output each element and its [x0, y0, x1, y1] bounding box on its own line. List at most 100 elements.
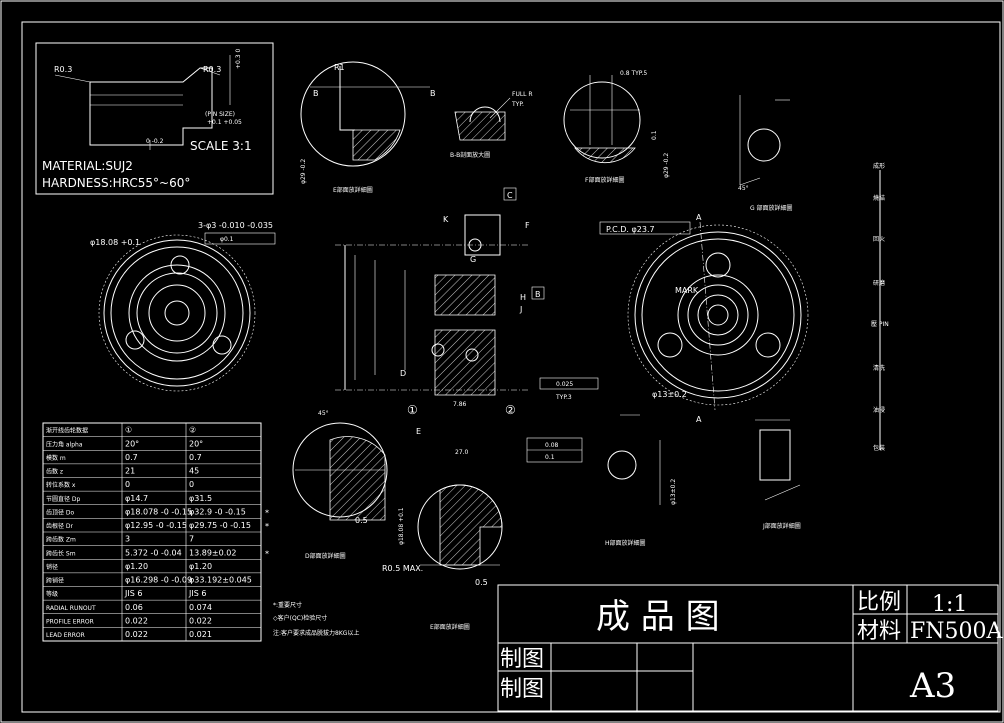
- table-cell: 跨销径: [46, 577, 64, 585]
- d-label: D部面放詳細圖: [305, 552, 346, 560]
- pin-detail-box: R0.3 R0.3 +0.3 0 0 -0.2 (PIN SIZE) +0.1 …: [35, 42, 274, 195]
- draw-label-1: 制图: [500, 647, 544, 672]
- table-cell: φ29.75 -0 -0.15: [189, 521, 251, 530]
- note-1: *:重要尺寸: [273, 601, 302, 609]
- detail-d: 0.5 45° D部面放詳細圖: [292, 410, 388, 560]
- table-cell: φ1.20: [189, 562, 212, 571]
- section-k: K: [443, 215, 449, 224]
- table-cell: 0.06: [125, 603, 143, 612]
- detail-g: 45° G 部面放詳細圖: [738, 95, 793, 212]
- process-step-1: 成形: [873, 162, 885, 170]
- gear-right-mark: MARK: [675, 286, 699, 295]
- detail-j: J部面放詳細圖: [755, 419, 801, 530]
- table-cell: φ16.298 -0 -0.09: [125, 576, 192, 585]
- section-e: E: [416, 427, 421, 436]
- section-tol-025: 0.025: [556, 381, 573, 388]
- g-label: G 部面放詳細圖: [750, 204, 793, 212]
- table-header-cell: ②: [189, 426, 196, 435]
- pin-r-right: R0.3: [203, 65, 221, 74]
- table-cell: 20°: [189, 439, 203, 448]
- pin-dim-top-right: +0.3 0: [235, 49, 242, 69]
- pin-hardness: HARDNESS:HRC55°~60°: [42, 176, 190, 190]
- note-3: 注:客户要求成品脱拔力8KG以上: [273, 629, 359, 637]
- scale-value: 1:1: [932, 592, 967, 617]
- section-g: G: [470, 255, 476, 264]
- e-bottom-ro5: R0.5 MAX.: [382, 564, 423, 573]
- gear-left: φ18.08 +0.1 3-φ3 -0.010 -0.035 φ0.1: [90, 221, 276, 392]
- pin-size-tol: +0.1 +0.05: [207, 119, 242, 126]
- bb-label: B-B剖面放大圖: [450, 151, 490, 159]
- inner-border: [21, 21, 1001, 713]
- process-step-8: 包裝: [873, 444, 885, 452]
- draw-label-2: 制图: [500, 677, 544, 702]
- detail-e-top: R1 B B φ29 -0.2 E部面放詳細圖: [300, 61, 436, 194]
- table-cell: 节圆直径 Dp: [46, 495, 81, 503]
- table-cell: 齿顶径 Do: [46, 508, 75, 516]
- table-cell: 0: [189, 480, 194, 489]
- table-cell: 20°: [125, 439, 139, 448]
- f-label: F部面放詳細圖: [585, 176, 624, 184]
- table-cell: 齿根径 Dr: [46, 522, 74, 530]
- table-cell: 5.372 -0 -0.04: [125, 548, 182, 557]
- table-cell: 模数 m: [46, 454, 66, 462]
- section-786: 7.86: [453, 401, 467, 408]
- gear-right-a-bottom: A: [696, 415, 702, 424]
- process-step-7: 油浸: [873, 406, 885, 414]
- pin-material: MATERIAL:SUJ2: [42, 159, 133, 173]
- bb-section: FULL R TYP. B-B剖面放大圖: [450, 91, 533, 159]
- table-cell: JIS 6: [124, 589, 142, 598]
- table-cell: 销径: [46, 563, 58, 571]
- section-middle: D F G H J K E C B ① ② 7.86 27.0 0.025 TY…: [335, 187, 599, 463]
- table-cell: RADIAL RUNOUT: [46, 605, 96, 612]
- f-dim-08typ5: 0.8 TYP.5: [620, 70, 647, 77]
- f-dim-01: 0.1: [651, 130, 658, 140]
- gear-right-a-top: A: [696, 213, 702, 222]
- table-header-cell: ①: [125, 426, 132, 435]
- section-typ3: TYP.3: [555, 394, 572, 401]
- d-angle: 45°: [318, 410, 329, 417]
- table-important-mark: *: [265, 508, 269, 517]
- e-top-b-left: B: [313, 89, 319, 98]
- e-bottom-label: E部面放詳細圖: [430, 623, 470, 631]
- process-step-6: 清洗: [873, 364, 885, 372]
- section-c: C: [507, 191, 513, 200]
- section-f: F: [525, 221, 530, 230]
- gear-left-dim-1808: φ18.08 +0.1: [90, 238, 140, 247]
- bb-typ: TYP.: [511, 101, 524, 108]
- pin-scale: SCALE 3:1: [190, 139, 252, 153]
- detail-e-bottom: R0.5 MAX. 0.5 φ18.08 +0.1 E部面放詳細圖: [382, 484, 503, 631]
- table-cell: 0.021: [189, 630, 212, 639]
- e-top-label: E部面放詳細圖: [333, 186, 373, 194]
- table-cell: 0: [125, 480, 130, 489]
- j-label: J部面放詳細圖: [762, 522, 801, 530]
- pin-r-left: R0.3: [54, 65, 72, 74]
- table-cell: φ31.5: [189, 494, 212, 503]
- table-cell: 跨齿长 Sm: [46, 549, 76, 557]
- h-label: H部面放詳細圖: [605, 539, 646, 547]
- table-important-mark: *: [265, 549, 269, 558]
- notes: *:重要尺寸 ◇客户(QC)检验尺寸 注:客户要求成品脱拔力8KG以上: [273, 601, 359, 637]
- section-circ1: ①: [407, 403, 418, 417]
- table-cell: 等级: [46, 590, 58, 598]
- e-top-b-right: B: [430, 89, 436, 98]
- table-cell: LEAD ERROR: [46, 632, 85, 639]
- section-270: 27.0: [455, 449, 469, 456]
- section-h: H: [520, 293, 526, 302]
- table-cell: φ18.078 -0 -0.15: [125, 507, 192, 516]
- table-cell: 齿数 z: [46, 468, 63, 476]
- table-cell: φ1.20: [125, 562, 148, 571]
- scale-label: 比例: [857, 590, 901, 615]
- gear-left-holes: 3-φ3 -0.010 -0.035: [198, 221, 273, 230]
- table-cell: 21: [125, 467, 135, 476]
- gear-left-pos-tol: φ0.1: [220, 236, 234, 243]
- section-tol-008: 0.08: [545, 442, 559, 449]
- gear-right-pcd: P.C.D. φ23.7: [606, 225, 655, 234]
- size-label: A3: [909, 666, 956, 706]
- table-cell: 0.7: [125, 453, 138, 462]
- material-value: FN500A: [910, 619, 1004, 644]
- table-important-mark: *: [265, 522, 269, 531]
- detail-h: φ13±0.2 H部面放詳細圖: [605, 414, 677, 547]
- table-cell: PROFILE ERROR: [46, 618, 94, 625]
